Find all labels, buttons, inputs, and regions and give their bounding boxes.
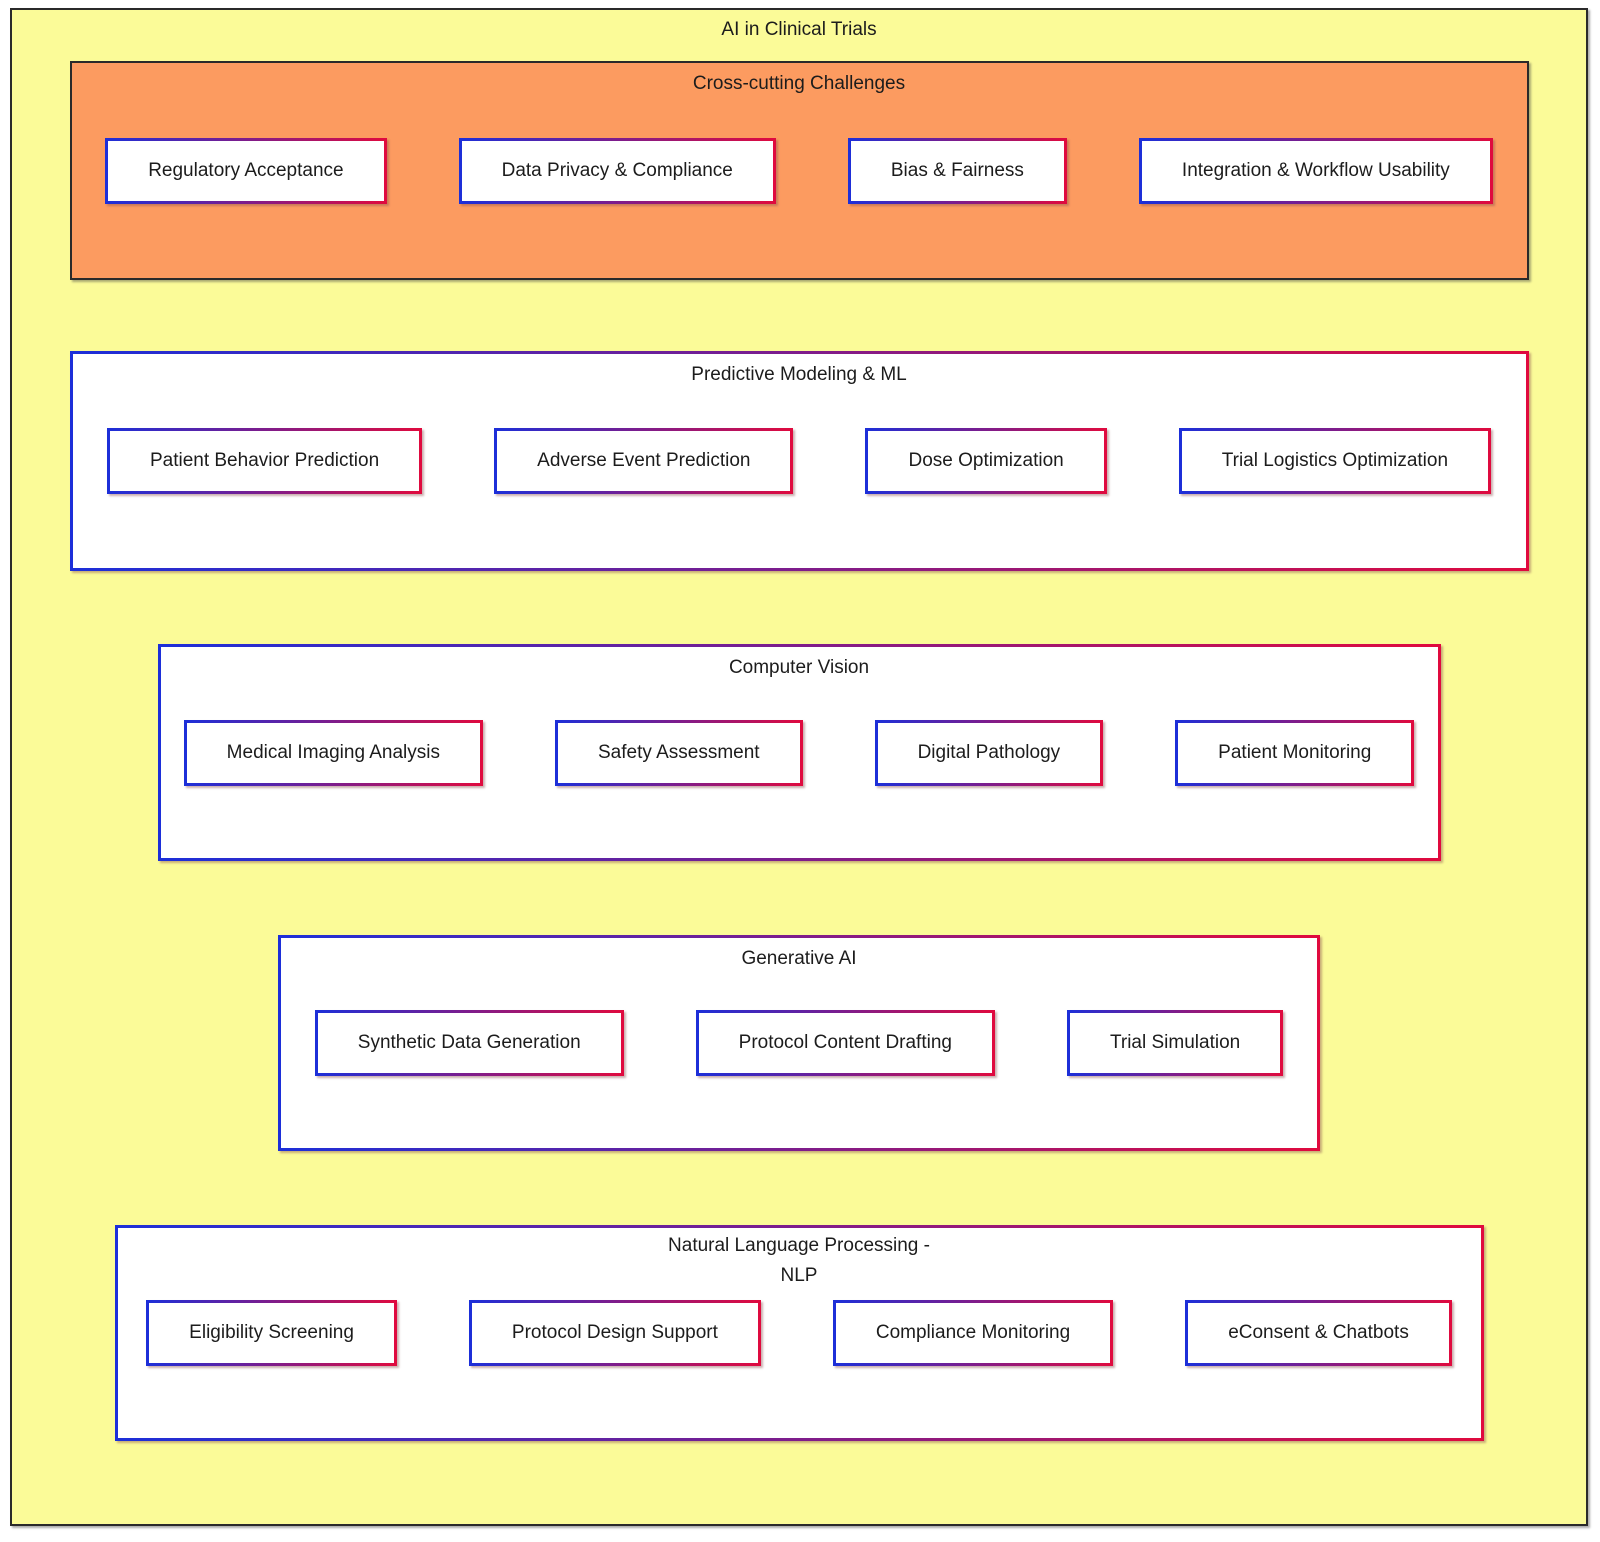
section-predictive-modeling-ml: Predictive Modeling & ML Patient Behavio… <box>70 351 1529 571</box>
node-trial-simulation: Trial Simulation <box>1067 1010 1283 1076</box>
node-patient-behavior-prediction: Patient Behavior Prediction <box>107 428 422 494</box>
node-safety-assessment: Safety Assessment <box>555 720 803 786</box>
node-label: Medical Imaging Analysis <box>226 741 440 763</box>
node-dose-optimization: Dose Optimization <box>865 428 1106 494</box>
node-compliance-monitoring: Compliance Monitoring <box>833 1300 1113 1366</box>
diagram-title: AI in Clinical Trials <box>721 19 877 40</box>
section-generative-ai: Generative AI Synthetic Data Generation … <box>278 935 1320 1151</box>
node-row: Eligibility Screening Protocol Design Su… <box>118 1228 1481 1438</box>
section-computer-vision: Computer Vision Medical Imaging Analysis… <box>158 644 1441 861</box>
node-label: Safety Assessment <box>598 741 760 763</box>
node-label: Regulatory Acceptance <box>148 159 344 181</box>
node-bias-fairness: Bias & Fairness <box>848 138 1067 204</box>
node-integration-workflow-usability: Integration & Workflow Usability <box>1139 138 1493 204</box>
node-digital-pathology: Digital Pathology <box>875 720 1104 786</box>
node-adverse-event-prediction: Adverse Event Prediction <box>494 428 793 494</box>
node-label: Synthetic Data Generation <box>357 1032 581 1053</box>
node-protocol-design-support: Protocol Design Support <box>469 1300 761 1366</box>
section-title-generative-ai: Generative AI <box>741 948 857 969</box>
node-row: Synthetic Data Generation Protocol Conte… <box>281 938 1317 1148</box>
node-econsent-chatbots: eConsent & Chatbots <box>1185 1300 1452 1366</box>
node-label: Dose Optimization <box>908 450 1064 471</box>
node-synthetic-data-generation: Synthetic Data Generation <box>315 1010 624 1076</box>
section-title-predictive-modeling-ml: Predictive Modeling & ML <box>691 364 907 385</box>
node-label: Adverse Event Prediction <box>537 450 751 471</box>
section-title-cross-cutting-challenges: Cross-cutting Challenges <box>692 73 906 94</box>
node-label: Protocol Design Support <box>511 1322 718 1343</box>
node-label: Patient Monitoring <box>1218 741 1372 763</box>
node-label: Digital Pathology <box>917 741 1061 763</box>
node-label: Trial Simulation <box>1109 1032 1241 1053</box>
node-label: Compliance Monitoring <box>875 1322 1071 1343</box>
section-cross-cutting-challenges: Cross-cutting Challenges Regulatory Acce… <box>69 61 1529 280</box>
section-title-computer-vision: Computer Vision <box>728 657 870 678</box>
node-label: Protocol Content Drafting <box>738 1032 952 1053</box>
node-row: Regulatory Acceptance Data Privacy & Com… <box>72 63 1527 278</box>
node-label: Eligibility Screening <box>189 1322 354 1343</box>
node-row: Medical Imaging Analysis Safety Assessme… <box>161 647 1438 858</box>
node-protocol-content-drafting: Protocol Content Drafting <box>696 1010 995 1076</box>
section-title-natural-language-processing: Natural Language Processing - NLP <box>668 1235 930 1286</box>
node-label: eConsent & Chatbots <box>1228 1322 1409 1343</box>
node-trial-logistics-optimization: Trial Logistics Optimization <box>1179 428 1491 494</box>
node-row: Patient Behavior Prediction Adverse Even… <box>73 354 1526 568</box>
section-natural-language-processing: Natural Language Processing - NLP Eligib… <box>115 1225 1484 1441</box>
node-medical-imaging-analysis: Medical Imaging Analysis <box>184 720 483 786</box>
node-eligibility-screening: Eligibility Screening <box>146 1300 397 1366</box>
node-patient-monitoring: Patient Monitoring <box>1175 720 1414 786</box>
node-data-privacy-compliance: Data Privacy & Compliance <box>459 138 776 204</box>
node-label: Trial Logistics Optimization <box>1221 450 1449 471</box>
node-label: Data Privacy & Compliance <box>501 159 733 181</box>
diagram-root-container: AI in Clinical Trials Cross-cutting Chal… <box>10 8 1588 1526</box>
node-label: Bias & Fairness <box>890 159 1024 181</box>
node-label: Patient Behavior Prediction <box>149 450 380 471</box>
node-regulatory-acceptance: Regulatory Acceptance <box>105 138 386 204</box>
node-label: Integration & Workflow Usability <box>1181 159 1450 181</box>
